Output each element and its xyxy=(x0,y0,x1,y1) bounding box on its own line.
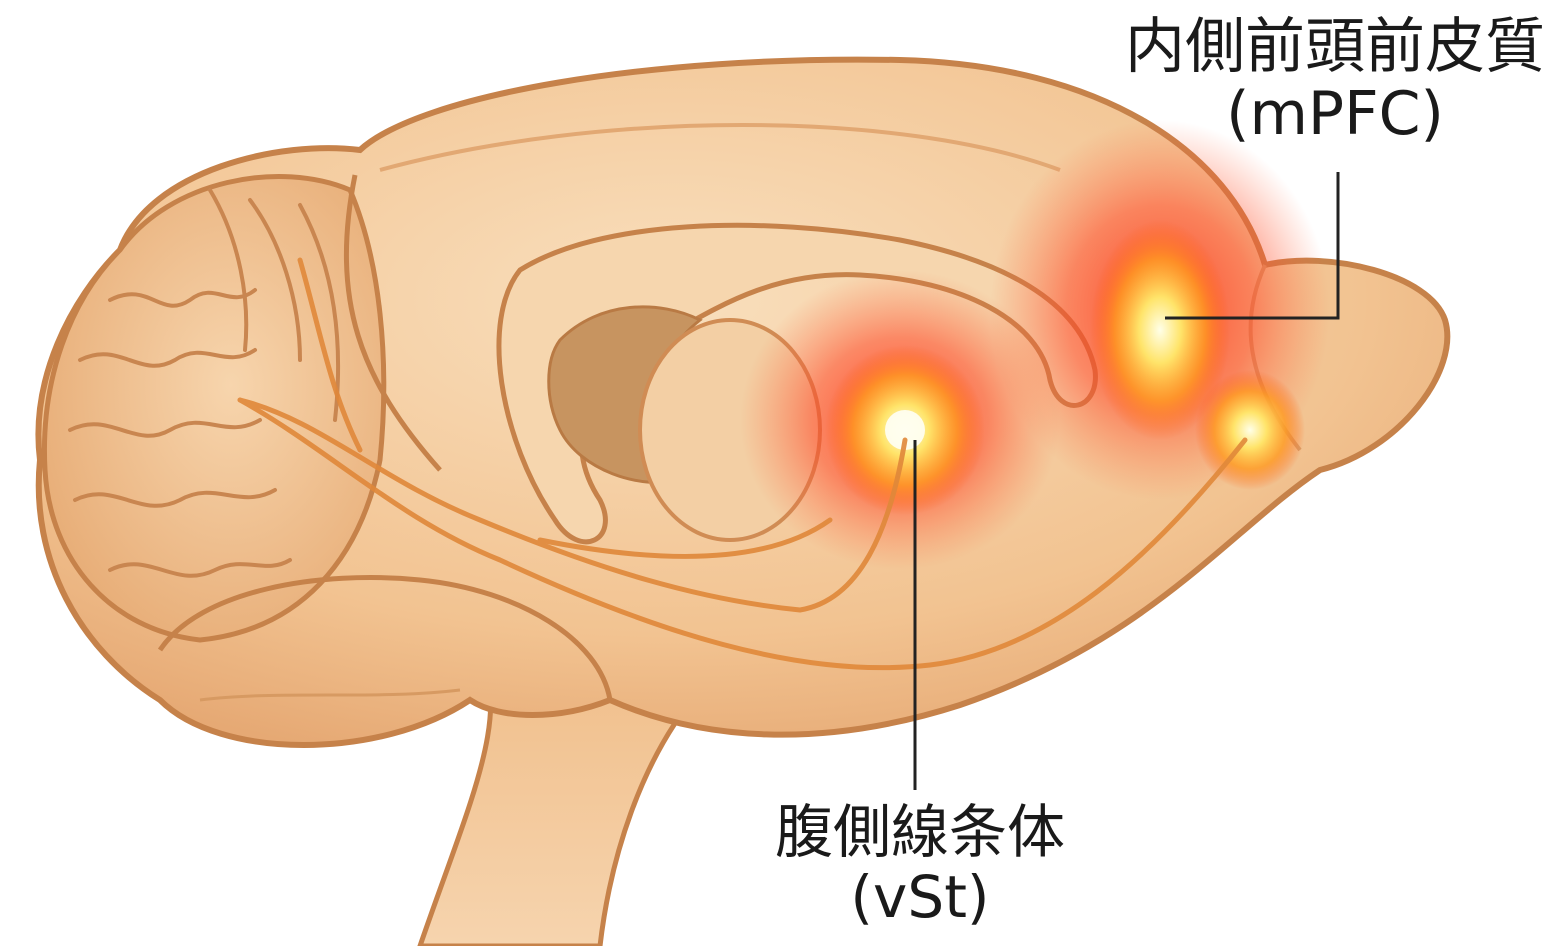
vst-label: 腹側線条体 (vSt) xyxy=(730,800,1110,930)
vst-abbr: (vSt) xyxy=(730,865,1110,930)
mpfc-abbr: (mPFC) xyxy=(1105,81,1561,148)
vst-name: 腹側線条体 xyxy=(730,800,1110,865)
mpfc-name: 内側前頭前皮質 xyxy=(1105,14,1561,81)
mpfc-label: 内側前頭前皮質 (mPFC) xyxy=(1105,14,1561,148)
